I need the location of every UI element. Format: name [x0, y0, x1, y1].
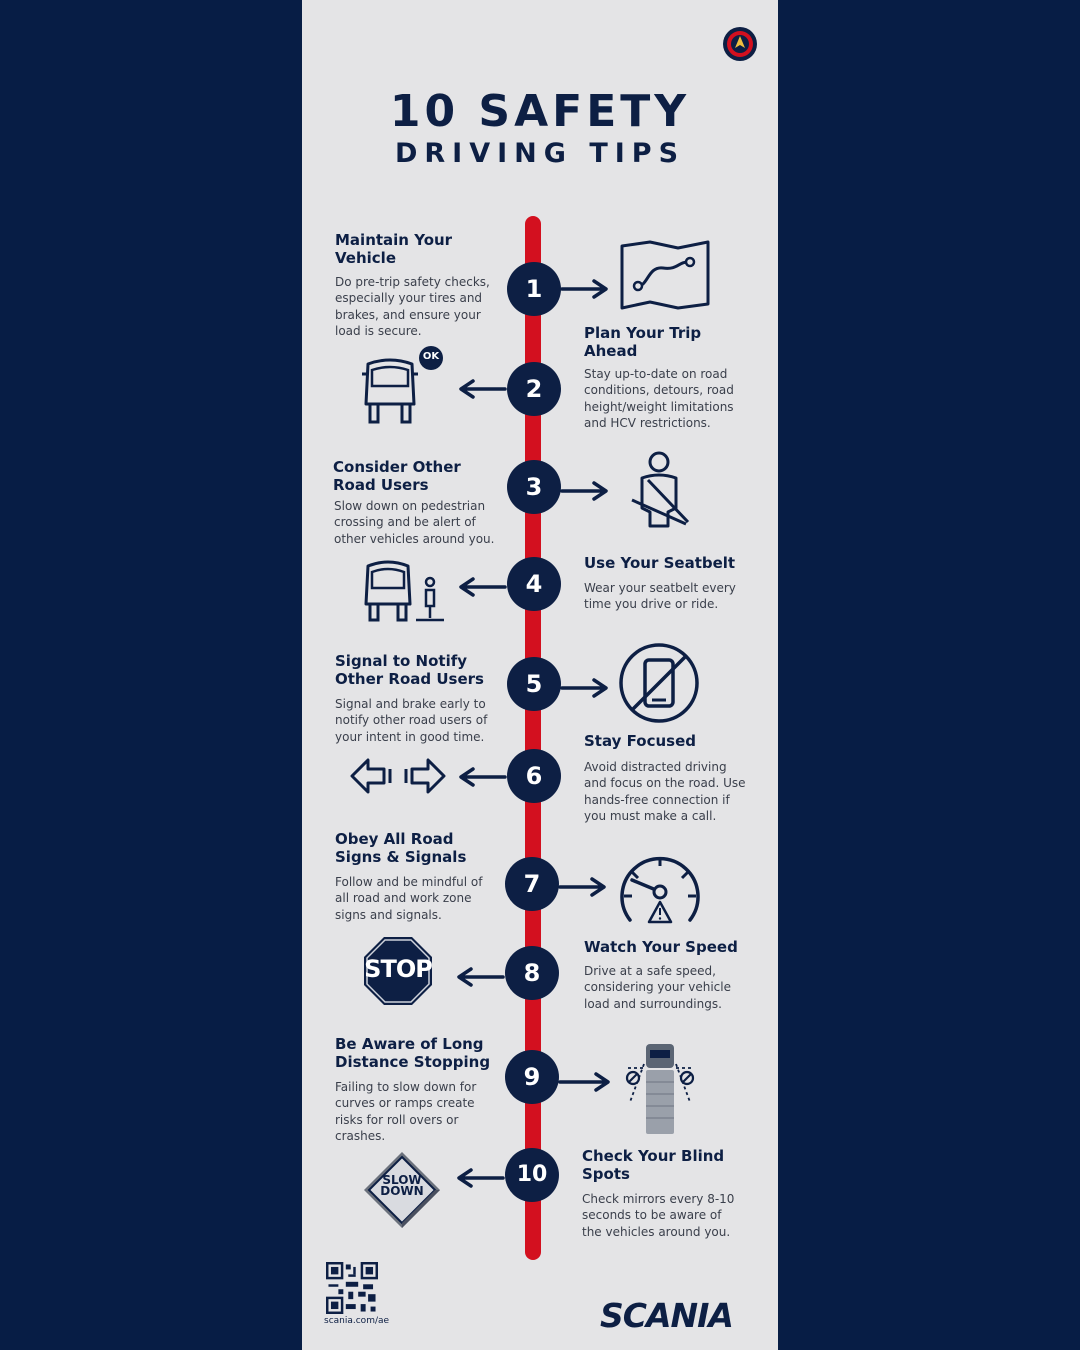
- scania-logo: SCANIA: [600, 1296, 734, 1335]
- arrow-left-icon: [459, 379, 507, 399]
- tip-title: Watch Your Speed: [584, 938, 738, 956]
- step-number: 1: [507, 262, 561, 316]
- slow-down-sign-icon: [364, 1152, 440, 1228]
- step-number: 9: [505, 1050, 559, 1104]
- stop-sign-label: STOP: [364, 955, 433, 983]
- arrow-left-icon: [457, 1168, 505, 1188]
- step-number: 8: [505, 946, 559, 1000]
- truck-blind-spot-icon: [625, 1044, 695, 1134]
- infographic-panel: 10 SAFETY DRIVING TIPS 1 2 3 4 5 6 7 8 9…: [302, 0, 778, 1350]
- step-number: 5: [507, 657, 561, 711]
- page-title: 10 SAFETY: [389, 86, 691, 137]
- arrow-left-icon: [457, 967, 505, 987]
- truck-pedestrian-icon: [364, 560, 444, 622]
- arrow-left-icon: [459, 577, 507, 597]
- speedometer-icon: [620, 856, 700, 924]
- step-number: 4: [507, 557, 561, 611]
- page-subtitle: DRIVING TIPS: [394, 138, 686, 169]
- tip-title: Stay Focused: [584, 732, 696, 750]
- turn-signals-icon: [350, 758, 446, 794]
- step-number: 7: [505, 857, 559, 911]
- tip-description: Do pre-trip safety checks,especially you…: [335, 275, 490, 338]
- seatbelt-icon: [631, 451, 690, 528]
- website-url[interactable]: scania.com/ae: [324, 1316, 390, 1326]
- no-phone-icon: [619, 643, 699, 723]
- tip-title: Use Your Seatbelt: [584, 554, 736, 572]
- ok-badge: OK: [422, 351, 440, 362]
- arrow-right-icon: [560, 279, 608, 299]
- arrow-right-icon: [560, 678, 608, 698]
- scania-griffin-crest-icon: [723, 27, 757, 61]
- stop-sign-icon: [364, 937, 432, 1005]
- truck-ok-icon: [362, 346, 443, 424]
- step-number: 2: [507, 362, 561, 416]
- arrow-right-icon: [558, 1072, 610, 1092]
- route-map-icon: [620, 240, 710, 310]
- step-number: 3: [507, 460, 561, 514]
- arrow-left-icon: [459, 767, 507, 787]
- arrow-right-icon: [558, 877, 606, 897]
- qr-code[interactable]: [326, 1262, 378, 1314]
- step-number: 6: [507, 749, 561, 803]
- tip-description: Drive at a safe speed,considering your v…: [584, 964, 731, 1011]
- step-number: 10: [505, 1148, 559, 1202]
- arrow-right-icon: [560, 481, 608, 501]
